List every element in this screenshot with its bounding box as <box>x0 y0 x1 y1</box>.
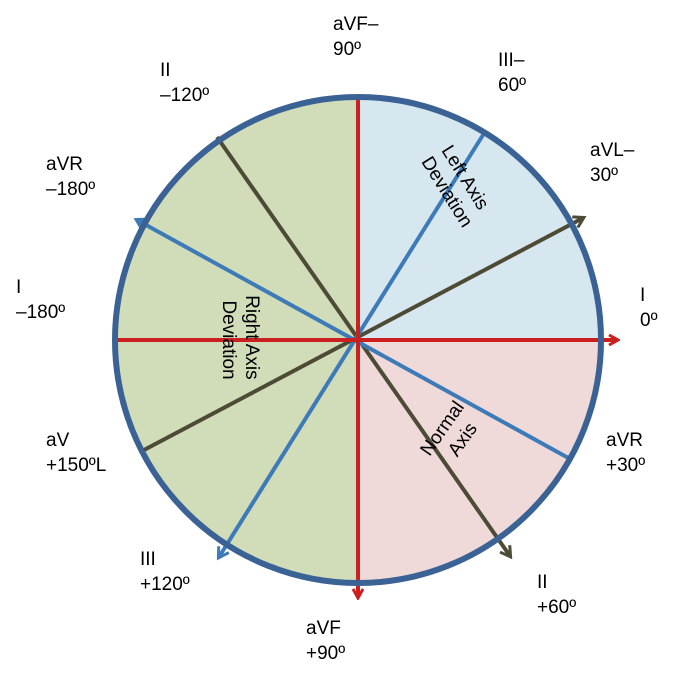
label-avl: aVL– 30º <box>590 140 640 186</box>
label-ii-bottom: II +60º <box>537 572 576 618</box>
label-iii-bottom: III +120º <box>140 549 190 595</box>
label-ii-top: II –120º <box>160 60 209 106</box>
right-axis-deviation-label: Right Axis Deviation <box>218 295 262 385</box>
lead-iii-line <box>219 133 485 557</box>
label-i-left: I –180º <box>16 277 65 323</box>
label-avr-right: aVR +30º <box>606 430 648 476</box>
lead-avl-line <box>143 218 583 452</box>
left-axis-deviation-region <box>358 97 601 340</box>
label-av-left: aV +150ºL <box>46 430 106 476</box>
label-avf-bottom: aVF +90º <box>306 618 346 664</box>
label-avf-top: aVF– 90º <box>333 14 384 60</box>
label-avr-left: aVR –180º <box>46 154 95 200</box>
label-iii-top: III– 60º <box>498 50 530 96</box>
normal-axis-region <box>358 340 601 583</box>
label-i-right: I 0º <box>640 285 658 331</box>
axis-circle <box>112 94 604 586</box>
